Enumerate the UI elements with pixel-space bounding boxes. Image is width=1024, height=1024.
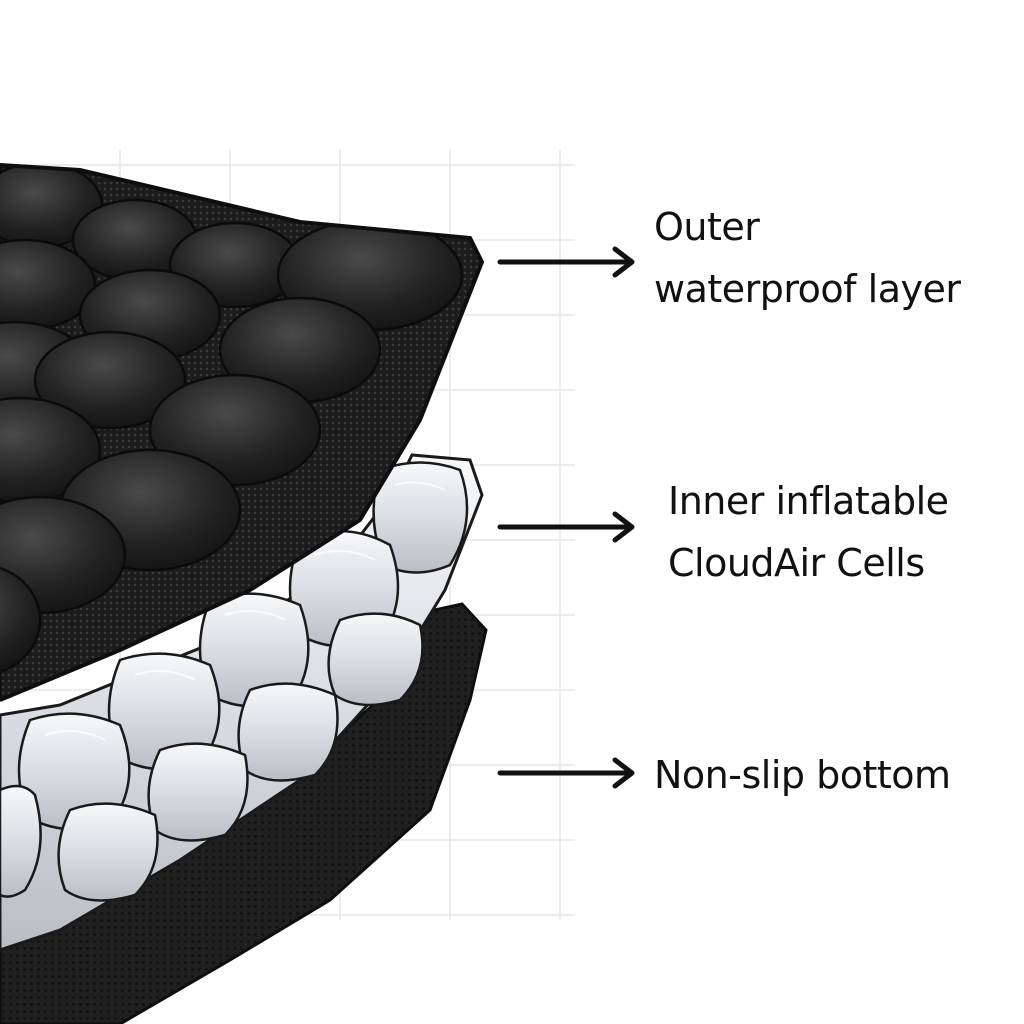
arrow-right-icon [497, 511, 635, 543]
air-cells [0, 461, 469, 902]
outer-waterproof-layer [0, 163, 485, 702]
outer-layer-label-line-1: Outer [654, 205, 760, 249]
inner-cells-label-line-2: CloudAir Cells [668, 541, 925, 585]
bottom-layer-label: Non-slip bottom [654, 744, 951, 806]
fabric-bubbles [0, 165, 464, 677]
arrow-right-icon [497, 246, 635, 278]
arrow-right-icon [497, 757, 635, 789]
outer-layer-label: Outer waterproof layer [654, 196, 961, 320]
inner-cells-label: Inner inflatable CloudAir Cells [668, 470, 949, 594]
inflatable-cells-layer [0, 453, 484, 952]
outer-layer-label-line-2: waterproof layer [654, 267, 961, 311]
inner-cells-label-line-1: Inner inflatable [668, 479, 949, 523]
bottom-layer-label-line-1: Non-slip bottom [654, 753, 951, 797]
cell-highlights [44, 481, 446, 741]
